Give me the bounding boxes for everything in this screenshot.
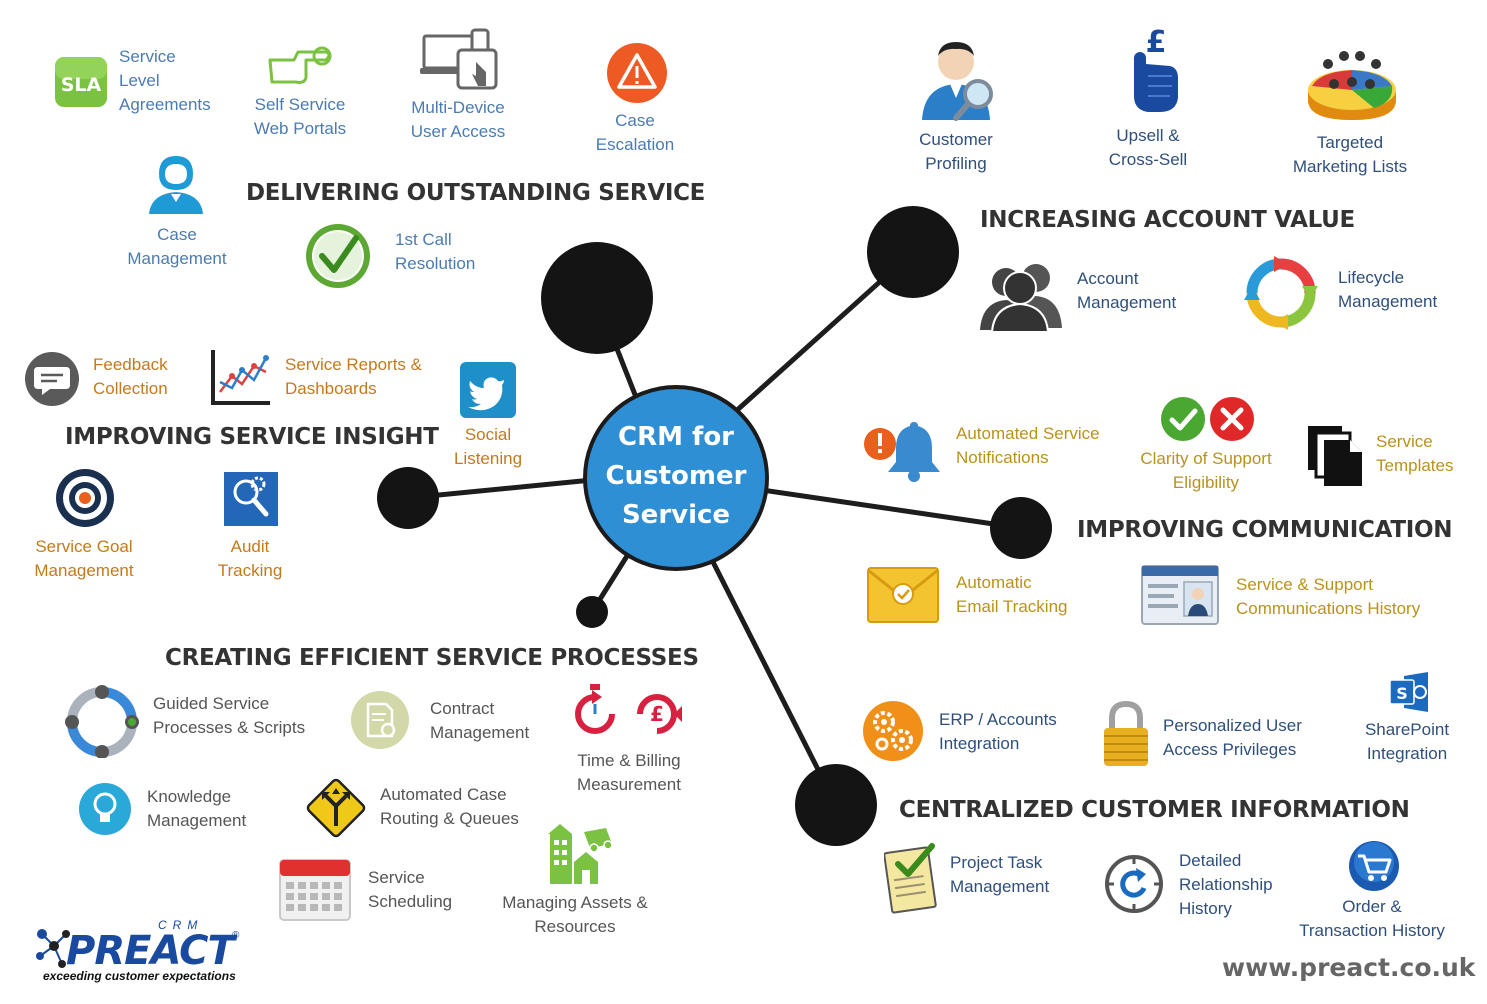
logo-name: PREACT — [66, 928, 235, 974]
svg-text:SLA: SLA — [61, 74, 102, 96]
node-insight — [377, 467, 439, 529]
heading-delivering: DELIVERING OUTSTANDING SERVICE — [246, 180, 706, 206]
label-order: Order &Transaction History — [1299, 897, 1445, 940]
feedback-icon — [25, 352, 79, 406]
logo-crm: CRM — [158, 918, 204, 932]
label-assets: Managing Assets &Resources — [502, 893, 648, 936]
label-upsell: Upsell &Cross-Sell — [1108, 126, 1188, 169]
target-audience-icon — [1308, 51, 1396, 120]
spoke-centralized — [709, 557, 839, 808]
website-url: www.preact.co.uk — [1222, 953, 1476, 982]
agent-icon — [149, 156, 203, 214]
pointing-hand-icon — [268, 46, 332, 84]
heading-centralized: CENTRALIZED CUSTOMER INFORMATION — [899, 797, 1410, 823]
notification-bell-icon — [864, 422, 940, 482]
pound-hand-icon: £ — [1134, 25, 1178, 112]
customer-profile-icon — [922, 42, 993, 121]
audit-search-icon — [224, 472, 278, 526]
svg-text:£: £ — [1146, 25, 1167, 60]
task-clipboard-icon — [884, 843, 937, 914]
logo-registered-mark: ® — [232, 930, 240, 941]
line-chart-icon — [211, 350, 270, 405]
spoke-communication — [759, 487, 1024, 531]
svg-text:£: £ — [650, 702, 664, 726]
time-billing-icon: £ — [575, 684, 682, 734]
heading-increasing: INCREASING ACCOUNT VALUE — [980, 207, 1355, 233]
routing-sign-icon — [306, 778, 366, 838]
integration-gears-icon — [863, 701, 923, 761]
checkmark-icon — [306, 224, 370, 288]
lifecycle-icon — [1244, 256, 1318, 330]
node-processes — [576, 596, 608, 628]
heading-insight: IMPROVING SERVICE INSIGHT — [65, 424, 439, 450]
sharepoint-icon: S — [1390, 672, 1428, 712]
shopping-cart-icon — [1349, 841, 1399, 891]
twitter-icon — [460, 362, 516, 418]
svg-text:S: S — [1396, 684, 1408, 703]
node-centralized — [795, 764, 877, 846]
heading-processes: CREATING EFFICIENT SERVICE PROCESSES — [165, 645, 699, 671]
hub-circle — [583, 385, 769, 571]
templates-icon — [1308, 426, 1362, 486]
guided-process-icon — [65, 685, 139, 758]
history-clock-icon — [1105, 855, 1163, 913]
email-icon — [867, 567, 939, 623]
multi-device-icon — [420, 28, 498, 90]
node-communication — [990, 497, 1052, 559]
check-cross-icon — [1161, 397, 1254, 441]
node-delivering — [541, 242, 653, 354]
contract-icon — [351, 691, 409, 749]
users-icon — [980, 264, 1062, 332]
contact-card-icon — [1141, 565, 1219, 625]
padlock-icon — [1104, 700, 1148, 766]
node-increasing — [867, 206, 959, 298]
warning-icon — [607, 43, 667, 103]
label-reports: Service Reports &Dashboards — [285, 355, 422, 398]
heading-communication: IMPROVING COMMUNICATION — [1077, 517, 1453, 543]
assets-icon — [548, 824, 613, 884]
sla-icon: SLA — [55, 57, 107, 107]
calendar-icon — [279, 859, 351, 921]
logo-tagline: exceeding customer expectations — [43, 969, 236, 983]
lightbulb-icon — [79, 783, 131, 835]
target-icon — [56, 469, 114, 527]
preact-logo-molecule-icon — [36, 929, 70, 968]
hub-label: CRM for Customer Service — [605, 422, 747, 530]
